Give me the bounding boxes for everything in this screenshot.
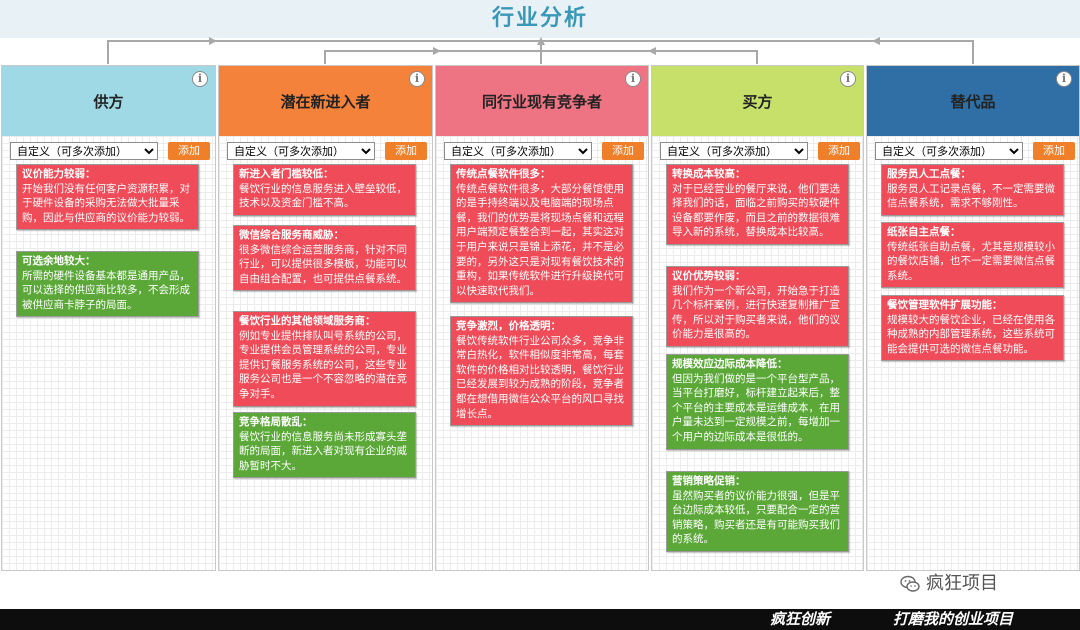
connector-lines (107, 37, 974, 64)
card-title: 规模效应边际成本降低： (672, 358, 788, 370)
card-title: 微信综合服务商威胁： (239, 229, 344, 241)
card[interactable]: 转换成本较高： 对于已经营业的餐厅来说，他们要选择我们的话，面临之前购买的软硬件… (666, 164, 849, 245)
column-title: 供方 (93, 93, 124, 111)
arrow-inner-left (433, 47, 441, 55)
type-select[interactable]: 自定义（可多次添加） (660, 142, 808, 160)
column-header: 供方 i (2, 66, 215, 136)
card[interactable]: 议价能力较弱： 开始我们没有任何客户资源积累，对于硬件设备的采购无法做大批量采购… (16, 164, 199, 231)
add-button[interactable]: 添加 (1033, 142, 1075, 160)
card-title: 餐饮管理软件扩展功能： (887, 299, 1003, 311)
card-title: 议价优势较弱： (672, 270, 746, 282)
card[interactable]: 规模效应边际成本降低： 但因为我们做的是一个平台型产品，当平台打磨好，标杆建立起… (666, 354, 849, 450)
title-bar: 行业分析 (0, 0, 1080, 38)
card[interactable]: 餐饮管理软件扩展功能： 规模较大的餐饮企业，已经在使用各种成熟的内部管理系统，这… (881, 295, 1064, 362)
footer-bar: 疯狂创新 打磨我的创业项目 (0, 609, 1080, 630)
card-title: 传统点餐软件很多： (456, 168, 551, 180)
card-title: 服务员人工点餐： (887, 168, 971, 180)
card[interactable]: 竞争激烈，价格透明： 餐饮传统软件行业公司众多，竞争非常白热化，软件相似度非常高… (450, 316, 633, 427)
column-competitors: 同行业现有竞争者 i 自定义（可多次添加） 添加 传统点餐软件很多： 传统点餐软… (435, 65, 649, 571)
card[interactable]: 议价优势较弱： 我们作为一个新公司，开始急于打造几个标杆案例，进行快速复制推广宣… (666, 266, 849, 347)
card[interactable]: 传统点餐软件很多： 传统点餐软件很多，大部分餐馆使用的是手持终端以及电脑端的现场… (450, 164, 633, 304)
card-body: 所需的硬件设备基本都是通用产品，可以选择的供应商比较多，不会形成被供应商卡脖子的… (22, 269, 190, 311)
card-body: 规模较大的餐饮企业，已经在使用各种成熟的内部管理系统，这些系统可能会提供可选的微… (887, 313, 1055, 355)
column-supplier: 供方 i 自定义（可多次添加） 添加 议价能力较弱： 开始我们没有任何客户资源积… (1, 65, 216, 571)
card[interactable]: 可选余地较大： 所需的硬件设备基本都是通用产品，可以选择的供应商比较多，不会形成… (16, 251, 199, 318)
column-header: 买方 i (652, 66, 863, 136)
card-title: 议价能力较弱： (22, 168, 96, 180)
card-title: 可选余地较大： (22, 255, 96, 267)
column-title: 潜在新进入者 (280, 93, 371, 111)
card[interactable]: 新进入者门槛较低： 餐饮行业的信息服务进入壁垒较低，技术以及资金门槛不高。 (233, 164, 416, 216)
add-button[interactable]: 添加 (602, 142, 644, 160)
footer-right-text: 打磨我的创业项目 (893, 610, 1014, 628)
card[interactable]: 营销策略促销： 虽然购买者的议价能力很强，但是平台边际成本较低，只要配合一定的营… (666, 471, 849, 552)
arrow-outer-left (209, 37, 217, 45)
card-body: 服务员人工记录点餐，不一定需要微信点餐系统，需求不够刚性。 (887, 182, 1055, 210)
card-body: 例如专业提供排队叫号系统的公司，专业提供会员管理系统的公司，专业提供订餐服务系统… (239, 329, 407, 400)
card[interactable]: 服务员人工点餐： 服务员人工记录点餐，不一定需要微信点餐系统，需求不够刚性。 (881, 164, 1064, 216)
type-select[interactable]: 自定义（可多次添加） (875, 142, 1023, 160)
column-title: 替代品 (950, 93, 996, 111)
card-body: 但因为我们做的是一个平台型产品，当平台打磨好，标杆建立起来后，整个平台的主要成本… (672, 372, 840, 443)
card[interactable]: 餐饮行业的其他领域服务商： 例如专业提供排队叫号系统的公司，专业提供会员管理系统… (233, 311, 416, 407)
card-body: 餐饮行业的信息服务尚未形成寡头垄断的局面，新进入者对现有企业的威胁暂时不大。 (239, 430, 407, 472)
card-body: 我们作为一个新公司，开始急于打造几个标杆案例，进行快速复制推广宣传，所以对于购买… (672, 284, 840, 341)
column-header: 潜在新进入者 i (219, 66, 432, 136)
card-body: 餐饮传统软件行业公司众多，竞争非常白热化，软件相似度非常高，每套软件的价格相对比… (456, 334, 624, 420)
column-new-entrants: 潜在新进入者 i 自定义（可多次添加） 添加 新进入者门槛较低： 餐饮行业的信息… (218, 65, 433, 571)
footer-left-text: 疯狂创新 (770, 610, 831, 628)
card-body: 虽然购买者的议价能力很强，但是平台边际成本较低，只要配合一定的营销策略，购买者还… (672, 489, 840, 546)
info-icon[interactable]: i (192, 71, 208, 87)
arrow-inner-right (648, 47, 656, 55)
card-title: 纸张自主点餐： (887, 226, 961, 238)
info-icon[interactable]: i (840, 71, 856, 87)
card-title: 餐饮行业的其他领域服务商： (239, 315, 376, 327)
wechat-icon (900, 575, 920, 592)
card-body: 对于已经营业的餐厅来说，他们要选择我们的话，面临之前购买的软硬件设备都要作废，而… (672, 182, 840, 239)
column-substitutes: 替代品 i 自定义（可多次添加） 添加 服务员人工点餐： 服务员人工记录点餐，不… (866, 65, 1080, 571)
card-title: 新进入者门槛较低： (239, 168, 334, 180)
info-icon[interactable]: i (409, 71, 425, 87)
card-body: 餐饮行业的信息服务进入壁垒较低，技术以及资金门槛不高。 (239, 182, 407, 210)
card[interactable]: 竞争格局散乱： 餐饮行业的信息服务尚未形成寡头垄断的局面，新进入者对现有企业的威… (233, 412, 416, 479)
column-title: 同行业现有竞争者 (481, 93, 602, 111)
column-buyers: 买方 i 自定义（可多次添加） 添加 转换成本较高： 对于已经营业的餐厅来说，他… (651, 65, 864, 571)
column-title: 买方 (742, 93, 773, 111)
card-title: 营销策略促销： (672, 475, 746, 487)
column-header: 替代品 i (867, 66, 1079, 136)
card-body: 开始我们没有任何客户资源积累，对于硬件设备的采购无法做大批量采购，因此与供应商的… (22, 182, 190, 224)
watermark-text: 疯狂项目 (926, 573, 998, 594)
type-select[interactable]: 自定义（可多次添加） (227, 142, 375, 160)
card[interactable]: 微信综合服务商威胁： 很多微信综合运营服务商，针对不同行业，可以提供很多模板，功… (233, 225, 416, 292)
arrow-outer-right (872, 37, 880, 45)
arrow-center-top (537, 37, 545, 45)
card-title: 竞争格局散乱： (239, 416, 313, 428)
add-button[interactable]: 添加 (385, 142, 427, 160)
add-button[interactable]: 添加 (168, 142, 210, 160)
page-title: 行业分析 (491, 6, 588, 31)
card-body: 传统纸张自助点餐，尤其是规模较小的餐饮店铺，也不一定需要微信点餐系统。 (887, 240, 1055, 282)
type-select[interactable]: 自定义（可多次添加） (10, 142, 158, 160)
card-title: 竞争激烈，价格透明： (456, 320, 561, 332)
add-button[interactable]: 添加 (818, 142, 860, 160)
info-icon[interactable]: i (1056, 71, 1072, 87)
card-title: 转换成本较高： (672, 168, 746, 180)
card[interactable]: 纸张自主点餐： 传统纸张自助点餐，尤其是规模较小的餐饮店铺，也不一定需要微信点餐… (881, 222, 1064, 289)
column-header: 同行业现有竞争者 i (436, 66, 648, 136)
info-icon[interactable]: i (625, 71, 641, 87)
card-body: 传统点餐软件很多，大部分餐馆使用的是手持终端以及电脑端的现场点餐，我们的优势是将… (456, 182, 624, 297)
card-body: 很多微信综合运营服务商，针对不同行业，可以提供很多模板，功能可以自由组合配置，也… (239, 243, 407, 285)
type-select[interactable]: 自定义（可多次添加） (444, 142, 592, 160)
